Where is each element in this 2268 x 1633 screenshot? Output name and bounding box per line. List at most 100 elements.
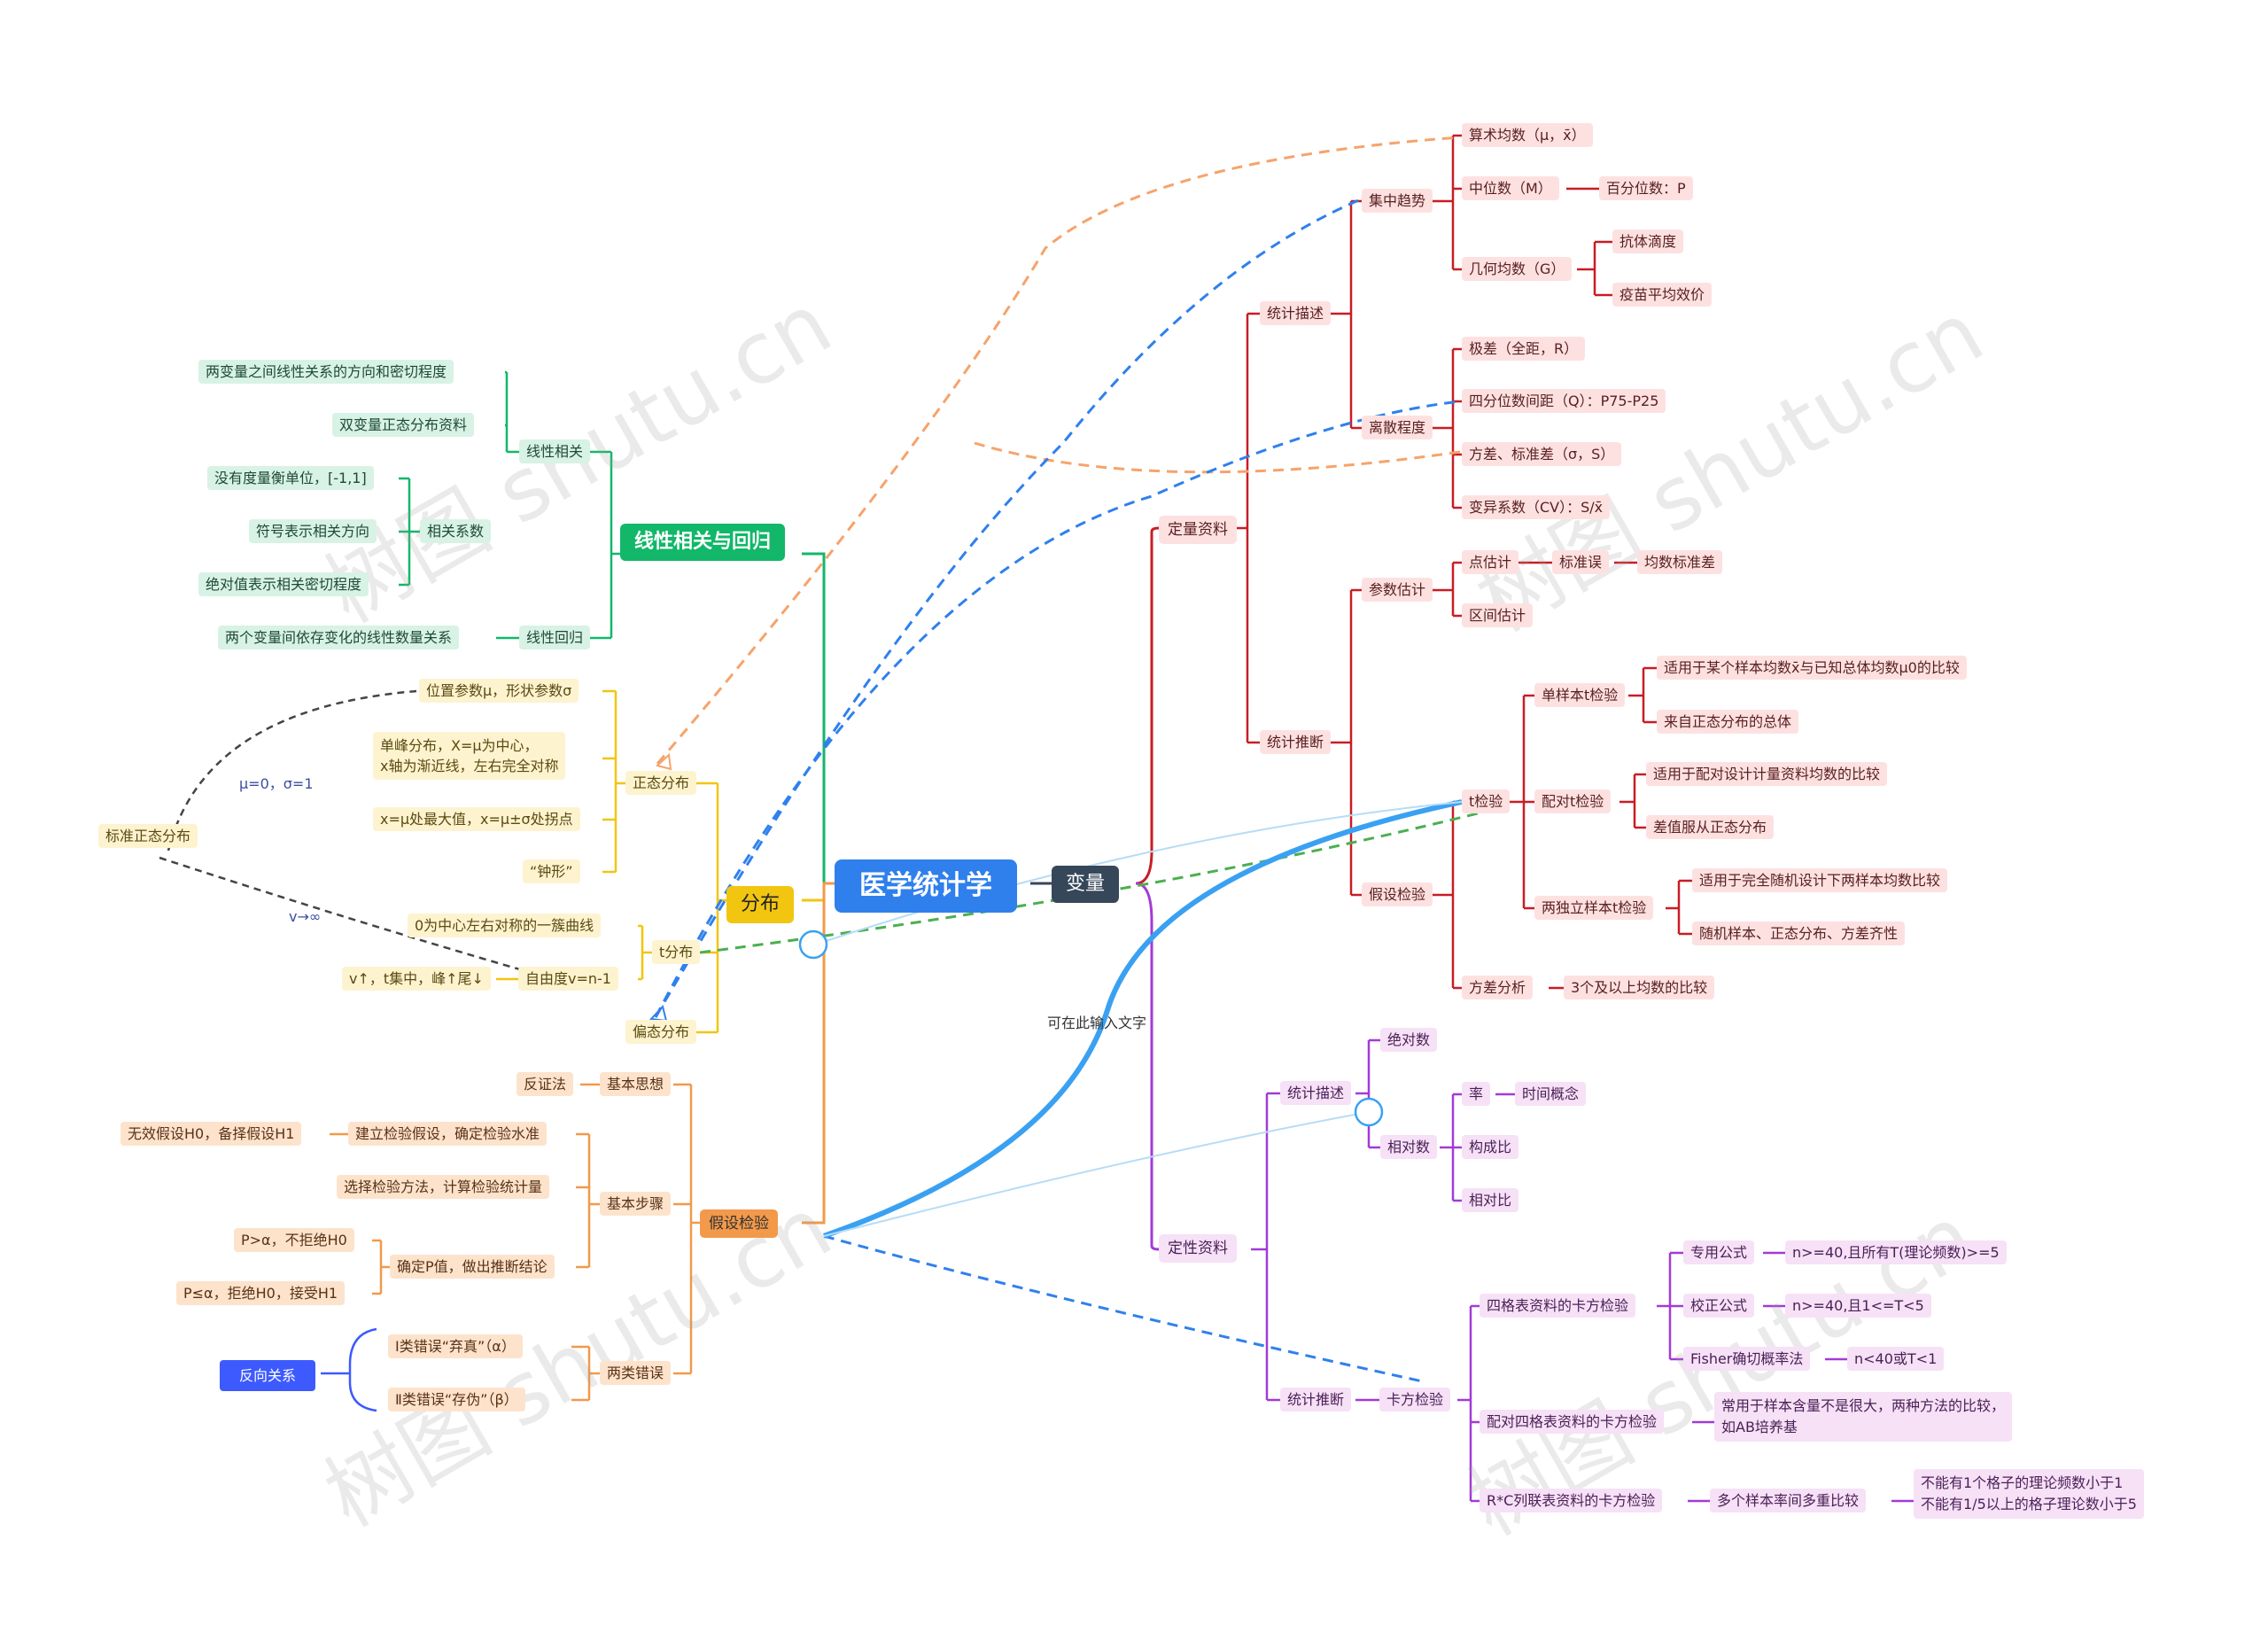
variance-node[interactable]: 方差、标准差（σ，S）: [1462, 442, 1622, 467]
mean-node[interactable]: 算术均数（μ，x̄）: [1462, 123, 1593, 148]
rc-chi-node[interactable]: R*C列联表资料的卡方检验: [1480, 1489, 1663, 1513]
corr-direction-node[interactable]: 两变量之间线性关系的方向和密切程度: [198, 360, 454, 385]
type2-error-node[interactable]: Ⅱ类错误“存伪”（β）: [388, 1388, 525, 1412]
percentile-node[interactable]: 百分位数：P: [1599, 176, 1693, 201]
fisher-cond-node[interactable]: n<40或T<1: [1847, 1347, 1945, 1372]
normal-dist-node[interactable]: 正态分布: [625, 771, 697, 796]
rate-note-node[interactable]: 时间概念: [1515, 1082, 1587, 1107]
paired-fourfold-note[interactable]: 常用于样本含量不是很大，两种方法的比较， 如AB培养基: [1714, 1392, 2013, 1442]
se-note-node[interactable]: 均数标准差: [1637, 550, 1723, 575]
anova-node[interactable]: 方差分析: [1462, 976, 1534, 1000]
linear-node[interactable]: 线性相关与回归: [620, 524, 786, 562]
fourfold-chi-node[interactable]: 四格表资料的卡方检验: [1480, 1294, 1636, 1318]
corrected-formula-node[interactable]: 校正公式: [1683, 1294, 1755, 1318]
standard-error-node[interactable]: 标准误: [1552, 550, 1610, 575]
t-shape-node[interactable]: v↑，t集中，峰↑尾↓: [342, 967, 491, 991]
range-node[interactable]: 极差（全距，R）: [1462, 337, 1586, 362]
two-sample-t-node[interactable]: 两独立样本t检验: [1534, 896, 1654, 921]
two-sample-use-node[interactable]: 适用于完全随机设计下两样本均数比较: [1692, 868, 1948, 893]
qualitative-node[interactable]: 定性资料: [1159, 1234, 1237, 1264]
geometric-mean-node[interactable]: 几何均数（G）: [1462, 257, 1573, 282]
quant-link: [1135, 526, 1160, 885]
normal-param-node[interactable]: 位置参数μ，形状参数σ: [419, 679, 579, 704]
coef-unit-node[interactable]: 没有度量衡单位，[-1,1]: [207, 466, 374, 491]
quant-desc-node[interactable]: 统计描述: [1260, 301, 1332, 326]
inverse-relation-node[interactable]: 反向关系: [220, 1360, 316, 1392]
antibody-titer-node[interactable]: 抗体滴度: [1612, 229, 1684, 254]
qual-infer-node[interactable]: 统计推断: [1280, 1388, 1352, 1412]
normal-peak-node[interactable]: x=μ处最大值，x=μ±σ处拐点: [373, 807, 580, 832]
basic-idea-node[interactable]: 基本思想: [600, 1072, 672, 1097]
std-normal-node[interactable]: 标准正态分布: [98, 824, 198, 849]
paired-cond-node[interactable]: 差值服从正态分布: [1646, 815, 1775, 840]
central-tendency-node[interactable]: 集中趋势: [1362, 189, 1433, 214]
step1-node[interactable]: 建立检验假设，确定检验水准: [348, 1122, 548, 1147]
corr-coef-node[interactable]: 相关系数: [420, 519, 492, 544]
distribution-node[interactable]: 分布: [726, 886, 795, 924]
reg-desc-node[interactable]: 两个变量间依存变化的线性数量关系: [218, 626, 460, 650]
step3-a-node[interactable]: P>α，不拒绝H0: [234, 1228, 354, 1253]
distribution-link: [802, 882, 835, 902]
qual-desc-node[interactable]: 统计描述: [1280, 1081, 1352, 1106]
anova-note-node[interactable]: 3个及以上均数的比较: [1564, 976, 1715, 1000]
t-test-node[interactable]: t检验: [1462, 789, 1511, 814]
absolute-number-node[interactable]: 绝对数: [1380, 1028, 1438, 1053]
skew-dist-node[interactable]: 偏态分布: [625, 1020, 697, 1045]
normal-shape-node[interactable]: 单峰分布，X=μ为中心， x轴为渐近线，左右完全对称: [373, 732, 566, 781]
t-df-node[interactable]: 自由度v=n-1: [518, 967, 618, 991]
linear-corr-node[interactable]: 线性相关: [519, 439, 591, 464]
one-sample-t-node[interactable]: 单样本t检验: [1534, 683, 1626, 708]
chi-square-node[interactable]: 卡方检验: [1379, 1388, 1451, 1412]
vaccine-titer-node[interactable]: 疫苗平均效价: [1612, 283, 1713, 307]
quant-test-node[interactable]: 假设检验: [1362, 883, 1433, 907]
type1-error-node[interactable]: Ⅰ类错误“弃真”（α）: [388, 1334, 523, 1359]
fisher-node[interactable]: Fisher确切概率法: [1683, 1347, 1811, 1372]
dedicated-formula-node[interactable]: 专用公式: [1683, 1240, 1755, 1265]
quantitative-node[interactable]: 定量资料: [1159, 516, 1237, 545]
basic-steps-node[interactable]: 基本步骤: [600, 1192, 672, 1217]
paired-fourfold-node[interactable]: 配对四格表资料的卡方检验: [1480, 1410, 1665, 1435]
two-sample-cond-node[interactable]: 随机样本、正态分布、方差齐性: [1692, 921, 1906, 946]
step1-note-node[interactable]: 无效假设H0，备择假设H1: [120, 1122, 302, 1147]
median-node[interactable]: 中位数（M）: [1462, 176, 1559, 201]
interval-estimate-node[interactable]: 区间估计: [1462, 603, 1534, 628]
rc-multiple-node[interactable]: 多个样本率间多重比较: [1710, 1489, 1867, 1513]
variable-node[interactable]: 变量: [1052, 866, 1120, 904]
t-curve-node[interactable]: 0为中心左右对称的一簇曲线: [408, 914, 602, 938]
arrowhead-icon: [655, 752, 672, 771]
linear-reg-node[interactable]: 线性回归: [519, 626, 591, 650]
std-normal-link: [167, 689, 417, 851]
one-sample-cond-node[interactable]: 来自正态分布的总体: [1657, 710, 1799, 735]
step2-node[interactable]: 选择检验方法，计算检验统计量: [337, 1175, 550, 1200]
two-errors-node[interactable]: 两类错误: [600, 1361, 672, 1386]
reductio-node[interactable]: 反证法: [517, 1072, 574, 1097]
step3-node[interactable]: 确定P值，做出推断结论: [390, 1255, 555, 1279]
hypothesis-link: [802, 882, 835, 1225]
relative-ratio-node[interactable]: 相对比: [1462, 1188, 1519, 1213]
iqr-node[interactable]: 四分位数间距（Q）：P75-P25: [1462, 389, 1666, 414]
bivariate-normal-node[interactable]: 双变量正态分布资料: [332, 413, 475, 438]
corrected-cond-node[interactable]: n>=40,且1<=T<5: [1785, 1294, 1931, 1318]
point-estimate-node[interactable]: 点估计: [1462, 550, 1519, 575]
dedicated-cond-node[interactable]: n>=40,且所有T(理论频数)>=5: [1785, 1240, 2007, 1265]
paired-t-node[interactable]: 配对t检验: [1534, 789, 1612, 814]
relative-number-node[interactable]: 相对数: [1380, 1135, 1438, 1160]
one-sample-use-node[interactable]: 适用于某个样本均数x̄与已知总体均数μ0的比较: [1657, 656, 1967, 680]
root-node[interactable]: 医学统计学: [835, 859, 1017, 913]
param-estimation-node[interactable]: 参数估计: [1362, 578, 1433, 603]
composition-ratio-node[interactable]: 构成比: [1462, 1135, 1519, 1160]
coef-abs-node[interactable]: 绝对值表示相关密切程度: [198, 572, 369, 597]
quant-infer-node[interactable]: 统计推断: [1260, 730, 1332, 755]
cv-node[interactable]: 变异系数（CV）：S/x̄: [1462, 495, 1611, 520]
rate-node[interactable]: 率: [1462, 1082, 1491, 1107]
dispersion-node[interactable]: 离散程度: [1362, 416, 1433, 440]
free-text-note[interactable]: 可在此输入文字: [1047, 1015, 1147, 1031]
step3-b-node[interactable]: P≤α，拒绝H0，接受H1: [176, 1281, 346, 1306]
bell-shape-node[interactable]: “钟形”: [523, 859, 580, 884]
rc-note-node[interactable]: 不能有1个格子的理论频数小于1 不能有1/5以上的格子理论数小于5: [1914, 1469, 2144, 1519]
paired-use-node[interactable]: 适用于配对设计计量资料均数的比较: [1646, 762, 1888, 787]
coef-sign-node[interactable]: 符号表示相关方向: [249, 519, 377, 544]
hypothesis-node[interactable]: 假设检验: [700, 1209, 778, 1239]
t-dist-node[interactable]: t分布: [652, 940, 701, 965]
